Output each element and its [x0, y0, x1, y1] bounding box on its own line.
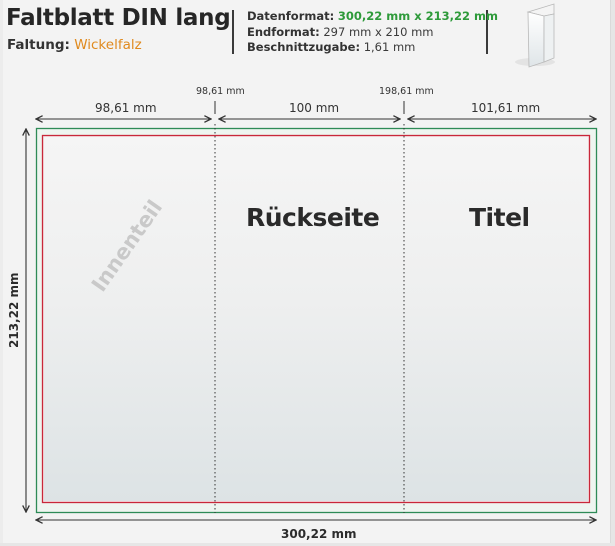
- header-divider-right: [486, 10, 488, 54]
- spec-label: Beschnittzugabe:: [247, 40, 361, 54]
- spec-label: Datenformat:: [247, 9, 335, 23]
- fold-marker-label-2: 198,61 mm: [379, 86, 434, 97]
- spec-data-format: Datenformat: 300,22 mm x 213,22 mm: [247, 9, 498, 25]
- panel-fill: [44, 137, 588, 501]
- dim-label-panel-2: 100 mm: [289, 101, 340, 115]
- tri-fold-brochure-icon: [515, 3, 555, 68]
- page-title: Faltblatt DIN lang: [6, 5, 231, 31]
- spec-value: 1,61 mm: [363, 40, 416, 54]
- panel-label-back: Rückseite: [246, 203, 380, 232]
- folding-label: Faltung:: [7, 37, 70, 53]
- frame-edge-left: [0, 0, 3, 546]
- spec-bleed: Beschnittzugabe: 1,61 mm: [247, 40, 498, 56]
- dim-label-panel-1: 98,61 mm: [95, 101, 157, 115]
- spec-value: 297 mm x 210 mm: [323, 24, 434, 39]
- spec-value: 300,22 mm x 213,22 mm: [337, 9, 498, 23]
- panel-label-cover: Titel: [469, 203, 530, 232]
- format-specs: Datenformat: 300,22 mm x 213,22 mm Endfo…: [247, 9, 498, 56]
- frame-edge-bottom: [0, 543, 615, 546]
- header-divider-left: [232, 10, 234, 54]
- dim-label-panel-3: 101,61 mm: [471, 101, 541, 115]
- bleed-border: [35, 127, 598, 514]
- folding-info: Faltung: Wickelfalz: [7, 37, 142, 53]
- folding-value: Wickelfalz: [74, 37, 142, 53]
- total-height-label: 213,22 mm: [7, 272, 21, 349]
- spec-label: Endformat:: [247, 24, 320, 39]
- spec-final-format: Endformat: 297 mm x 210 mm: [247, 25, 498, 41]
- fold-marker-label-1: 98,61 mm: [196, 86, 245, 97]
- trim-border: [41, 134, 591, 504]
- total-width-label: 300,22 mm: [281, 527, 357, 541]
- frame-edge-right: [610, 0, 615, 546]
